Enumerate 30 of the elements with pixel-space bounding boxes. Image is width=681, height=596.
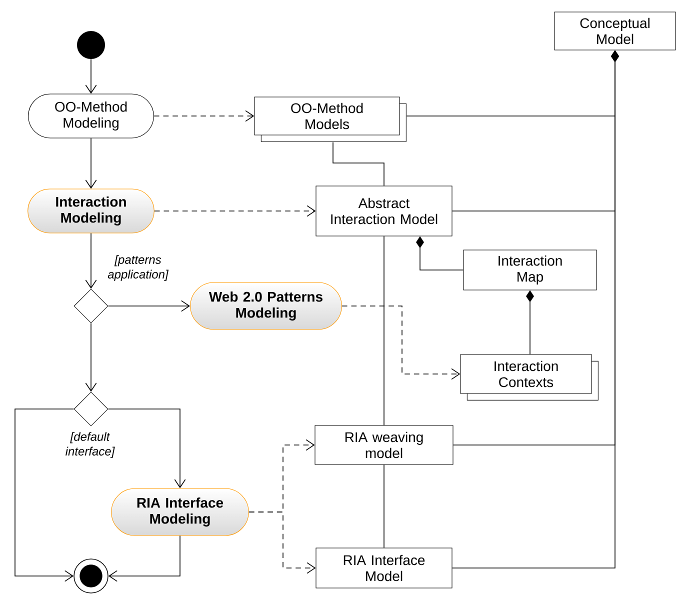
final-node: [74, 558, 108, 594]
action-node: OO-Method Modeling: [28, 94, 154, 138]
decision-diamond: [74, 288, 108, 324]
flow-arrow: [108, 408, 186, 488]
dependency-arrow: [342, 306, 460, 380]
flow-arrow: [85, 138, 97, 189]
object-box: RIA Interface Model: [316, 548, 452, 588]
object-box: Conceptual Model: [554, 12, 676, 50]
start-node: [77, 31, 105, 59]
object-box: Abstract Interaction Model: [316, 186, 452, 236]
flow-arrow: [14, 408, 74, 582]
flow-arrow: [85, 58, 97, 94]
dependency-arrow: [154, 205, 316, 217]
stacked-object-box: OO-Method Models: [254, 96, 406, 142]
connector-line: [332, 142, 384, 186]
decision-diamond: [74, 392, 108, 426]
dependency-arrow: [154, 110, 254, 122]
guard-label: [default interface]: [66, 432, 115, 458]
guard-label: [patterns application]: [108, 255, 169, 281]
object-box: Interaction Map: [463, 250, 597, 290]
stacked-object-box: Interaction Contexts: [460, 354, 598, 400]
action-node: Interaction Modeling: [28, 188, 154, 234]
flow-arrow: [85, 232, 97, 289]
flow-arrow: [108, 300, 190, 312]
dependency-arrow: [248, 512, 316, 574]
flow-arrow: [85, 322, 97, 392]
flow-arrow: [108, 535, 180, 582]
action-node: RIA Interface Modeling: [111, 488, 249, 536]
action-node: Web 2.0 Patterns Modeling: [190, 282, 342, 330]
object-box: RIA weaving model: [314, 425, 454, 465]
